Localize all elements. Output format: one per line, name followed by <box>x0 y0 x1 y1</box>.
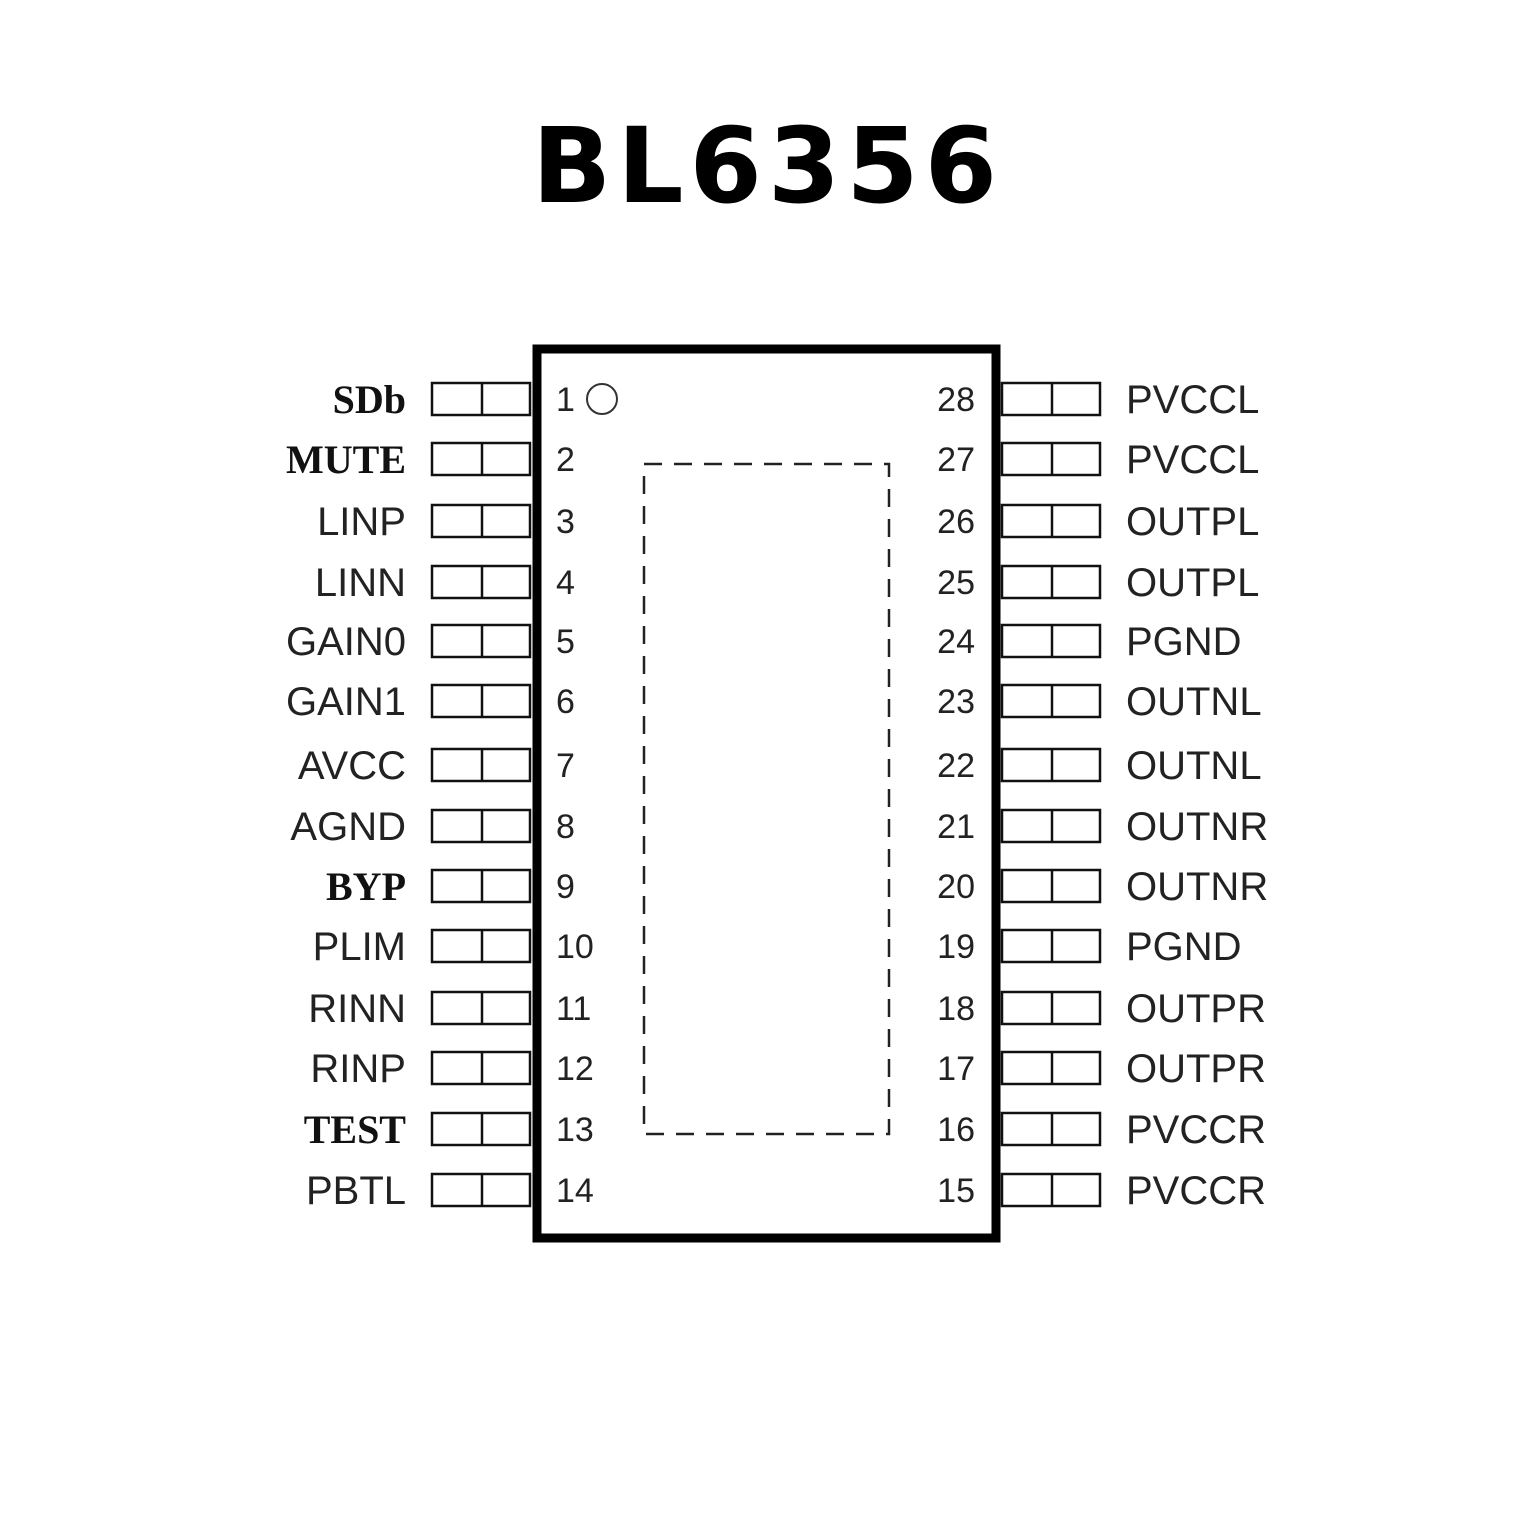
pin-label: TEST <box>304 1107 407 1152</box>
pin-label: AVCC <box>298 744 406 788</box>
pin-label: OUTPL <box>1126 561 1259 605</box>
pin-label: OUTPR <box>1126 1047 1266 1091</box>
pin-label: PLIM <box>313 925 406 969</box>
pin-number: 23 <box>937 683 975 721</box>
pin-number: 22 <box>937 747 975 785</box>
pin-number: 15 <box>937 1172 975 1210</box>
pin-label: RINN <box>308 987 406 1031</box>
pin-label: GAIN0 <box>286 620 406 664</box>
pin-number: 3 <box>556 503 575 541</box>
pin-label: PGND <box>1126 620 1242 664</box>
pin-label: PVCCL <box>1126 438 1259 482</box>
pin-label: RINP <box>310 1047 406 1091</box>
pin-number: 2 <box>556 441 575 479</box>
pin-number: 14 <box>556 1172 594 1210</box>
pin-number: 20 <box>937 868 975 906</box>
pin-number: 24 <box>937 623 975 661</box>
pin-label: PBTL <box>306 1169 406 1213</box>
pin1-marker <box>586 383 618 415</box>
pin-number: 21 <box>937 808 975 846</box>
pin-label: LINN <box>315 561 406 605</box>
pin-label: PVCCR <box>1126 1169 1266 1213</box>
pin-number: 18 <box>937 990 975 1028</box>
pin-label: OUTNR <box>1126 865 1268 909</box>
pin-label: OUTPR <box>1126 987 1266 1031</box>
pin-number: 4 <box>556 564 575 602</box>
pin-label: OUTNL <box>1126 744 1262 788</box>
pin-number: 6 <box>556 683 575 721</box>
chip-title: BL6356 <box>532 105 1003 227</box>
pin-label: SDb <box>333 377 406 422</box>
pin-number: 16 <box>937 1111 975 1149</box>
exposed-pad-outline <box>642 462 891 1136</box>
pin-label: LINP <box>317 500 406 544</box>
pin-number: 8 <box>556 808 575 846</box>
pin-label: OUTPL <box>1126 500 1259 544</box>
pin-label: PVCCL <box>1126 378 1259 422</box>
pin-number: 19 <box>937 928 975 966</box>
pin-number: 7 <box>556 747 575 785</box>
pin-label: AGND <box>290 805 406 849</box>
pin-label: PVCCR <box>1126 1108 1266 1152</box>
pin-number: 26 <box>937 503 975 541</box>
pin-number: 9 <box>556 868 575 906</box>
pin-number: 10 <box>556 928 594 966</box>
pin-number: 12 <box>556 1050 594 1088</box>
pin-number: 28 <box>937 381 975 419</box>
pin-number: 27 <box>937 441 975 479</box>
pin-label: GAIN1 <box>286 680 406 724</box>
pin-number: 13 <box>556 1111 594 1149</box>
pin-label: MUTE <box>286 437 406 482</box>
pin-label: OUTNR <box>1126 805 1268 849</box>
pin-label: PGND <box>1126 925 1242 969</box>
pin-number: 11 <box>556 990 591 1028</box>
pin-label: OUTNL <box>1126 680 1262 724</box>
pin-number: 5 <box>556 623 575 661</box>
pin-number: 25 <box>937 564 975 602</box>
chip-body <box>532 344 1001 1243</box>
pin-number: 17 <box>937 1050 975 1088</box>
pin-number: 1 <box>556 381 575 419</box>
pin-label: BYP <box>326 864 406 909</box>
